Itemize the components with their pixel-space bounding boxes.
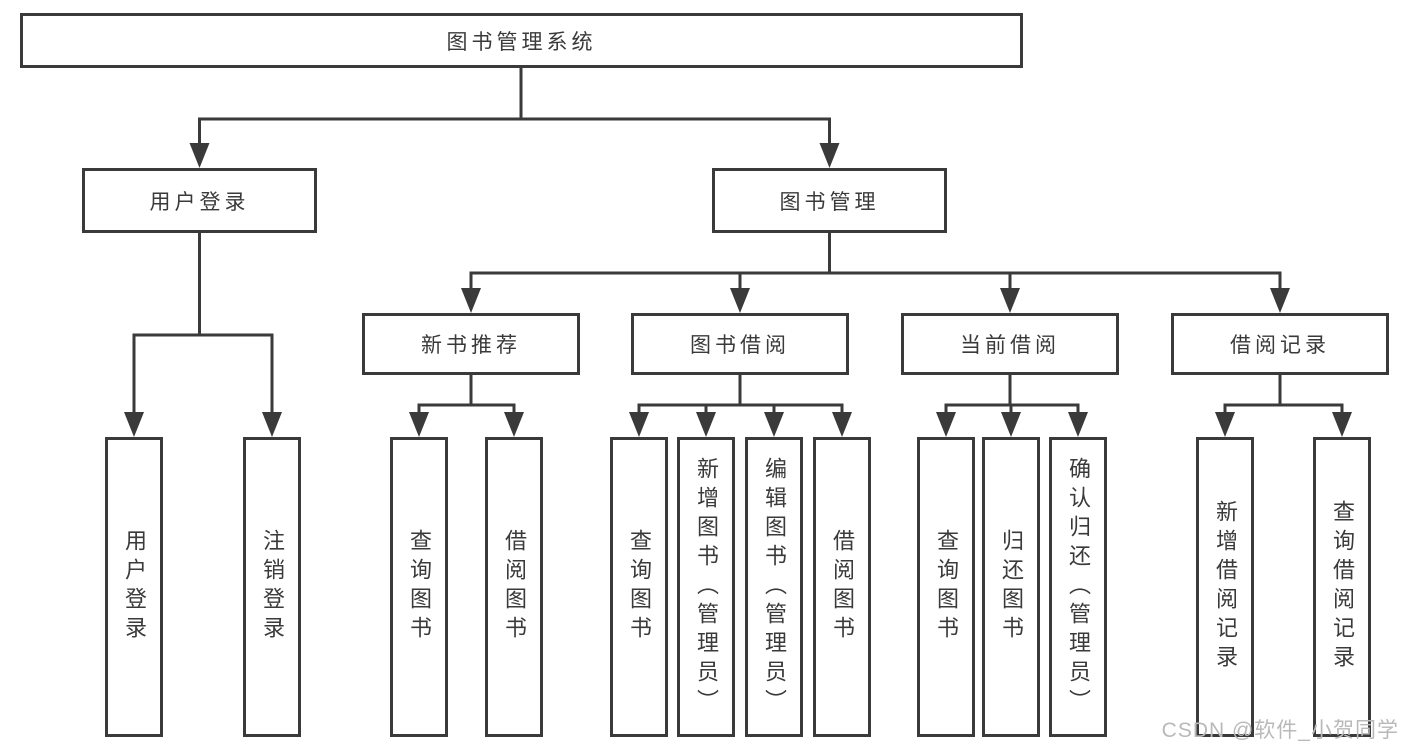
- arrowheads: [124, 143, 1352, 437]
- node-leaf-query-books-recommend: 查询图书: [390, 437, 448, 737]
- node-label: 用户登录: [122, 529, 147, 645]
- node-leaf-query-books-current: 查询图书: [917, 437, 975, 737]
- node-leaf-borrow-books: 借阅图书: [813, 437, 871, 737]
- node-borrowing-records: 借阅记录: [1171, 313, 1389, 375]
- node-user-login: 用户登录: [82, 168, 317, 233]
- node-leaf-confirm-return-admin: 确认归还（管理员）: [1049, 437, 1107, 737]
- node-label: 当前借阅: [960, 334, 1060, 357]
- node-label: 确认归还（管理员）: [1066, 456, 1091, 718]
- node-book-management: 图书管理: [712, 168, 947, 233]
- node-label: 查询图书: [627, 529, 652, 645]
- node-leaf-add-borrow-record: 新增借阅记录: [1196, 437, 1254, 737]
- node-label: 查询借阅记录: [1330, 500, 1355, 674]
- node-leaf-query-borrow-record: 查询借阅记录: [1313, 437, 1371, 737]
- node-leaf-logout: 注销登录: [243, 437, 301, 737]
- node-label: 新增借阅记录: [1213, 500, 1238, 674]
- node-label: 新增图书（管理员）: [694, 456, 719, 718]
- node-current-borrowing: 当前借阅: [901, 313, 1119, 375]
- node-new-book-recommend: 新书推荐: [362, 313, 580, 375]
- node-library-management-system: 图书管理系统: [20, 13, 1023, 68]
- node-label: 借阅记录: [1230, 334, 1330, 357]
- node-label: 查询图书: [407, 529, 432, 645]
- node-label: 查询图书: [934, 529, 959, 645]
- node-label: 编辑图书（管理员）: [762, 456, 787, 718]
- node-leaf-query-books-borrow: 查询图书: [610, 437, 668, 737]
- node-label: 新书推荐: [421, 334, 521, 357]
- node-label: 图书管理系统: [446, 30, 597, 54]
- node-leaf-borrow-books-recommend: 借阅图书: [485, 437, 543, 737]
- csdn-watermark: CSDN @软件_小贺同学: [1161, 719, 1399, 742]
- node-label: 用户登录: [149, 190, 250, 214]
- node-leaf-edit-book-admin: 编辑图书（管理员）: [745, 437, 803, 737]
- node-label: 注销登录: [260, 529, 285, 645]
- node-label: 借阅图书: [830, 529, 855, 645]
- node-leaf-return-book: 归还图书: [982, 437, 1040, 737]
- node-label: 图书借阅: [690, 334, 790, 357]
- node-book-borrowing: 图书借阅: [631, 313, 849, 375]
- node-label: 借阅图书: [502, 529, 527, 645]
- node-label: 图书管理: [779, 190, 880, 214]
- node-leaf-user-login: 用户登录: [105, 437, 163, 737]
- node-label: 归还图书: [999, 529, 1024, 645]
- connector-paths: [132, 68, 1344, 433]
- node-leaf-add-book-admin: 新增图书（管理员）: [677, 437, 735, 737]
